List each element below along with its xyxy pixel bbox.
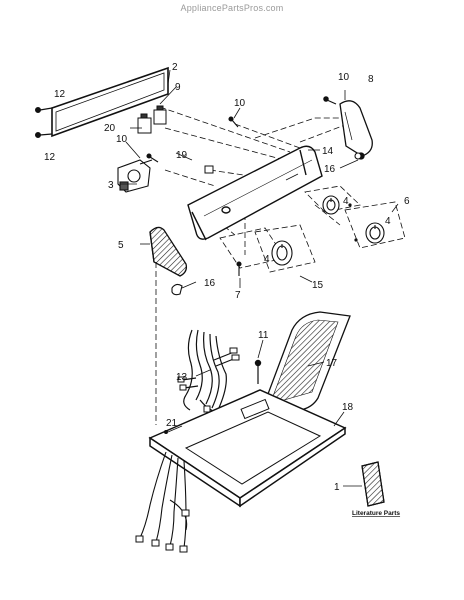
screw-part-10-left — [146, 153, 159, 163]
callout-21: 21 — [166, 418, 178, 429]
screw-part-11 — [254, 359, 262, 384]
washer-part-6 — [348, 203, 358, 242]
callout-4-upper-a: 4 — [343, 196, 349, 207]
end-cap-part-5 — [149, 226, 188, 277]
clip-part-16-upper — [354, 152, 362, 160]
callout-4-upper-b: 4 — [385, 216, 391, 227]
literature-parts-label: Literature Parts — [352, 510, 400, 517]
end-cap-part-8 — [339, 100, 373, 160]
console-part-14 — [187, 145, 323, 241]
lid-part-17 — [261, 311, 351, 411]
callout-4-lower: 4 — [264, 254, 270, 265]
callout-15: 15 — [312, 280, 324, 291]
callout-3: 3 — [108, 180, 114, 191]
callout-11: 11 — [258, 330, 269, 341]
callout-18: 18 — [342, 402, 354, 413]
callout-10-right: 10 — [338, 72, 350, 83]
callout-9: 9 — [175, 82, 181, 93]
callout-8: 8 — [368, 74, 374, 85]
callout-13: 13 — [176, 372, 188, 383]
screw-part-10-right — [323, 96, 337, 105]
clip-part-19 — [204, 165, 214, 174]
callout-17: 17 — [326, 358, 338, 369]
callout-labels: 2 9 12 12 20 10 10 10 8 19 14 16 3 4 6 4… — [44, 62, 410, 517]
switch-part-20 — [137, 113, 152, 134]
callout-2: 2 — [172, 62, 178, 73]
callout-10-mid: 10 — [234, 98, 246, 109]
wire-harness-part-13 — [181, 329, 241, 415]
lower-harness-connectors — [135, 509, 190, 553]
callout-10-left: 10 — [116, 134, 128, 145]
rear-panel-gasket — [51, 66, 169, 138]
callout-12-lower: 12 — [44, 152, 56, 163]
callout-16-lower: 16 — [204, 278, 216, 289]
literature-part-1 — [361, 461, 385, 507]
callout-20: 20 — [104, 123, 116, 134]
callout-leaders — [120, 69, 399, 487]
callout-14: 14 — [322, 146, 334, 157]
watermark: AppliancePartsPros.com — [180, 3, 284, 13]
screw-part-10-mid — [228, 116, 239, 128]
callout-5: 5 — [118, 240, 124, 251]
knob-part-4-upper-a — [322, 195, 340, 215]
screw-part-12-lower — [34, 132, 53, 139]
top-panel-part-18 — [148, 389, 347, 508]
harness-connectors — [177, 347, 240, 413]
screw-part-12-upper — [34, 106, 53, 113]
switch-part-9 — [153, 105, 167, 125]
callout-12-upper: 12 — [54, 89, 66, 100]
knob-part-4-lower — [271, 240, 293, 266]
assembly-lines — [155, 106, 350, 425]
knob-part-4-upper-b — [365, 222, 385, 244]
screw-part-7 — [236, 261, 242, 276]
timer-part-3 — [117, 159, 153, 193]
callout-7: 7 — [235, 290, 241, 301]
callout-1: 1 — [334, 482, 340, 493]
part-21-marker — [164, 430, 168, 434]
callout-19: 19 — [176, 150, 188, 161]
clip-part-16-lower — [171, 283, 183, 296]
callout-16-upper: 16 — [324, 164, 336, 175]
lower-wire-harness — [139, 451, 188, 549]
callout-6: 6 — [404, 196, 410, 207]
